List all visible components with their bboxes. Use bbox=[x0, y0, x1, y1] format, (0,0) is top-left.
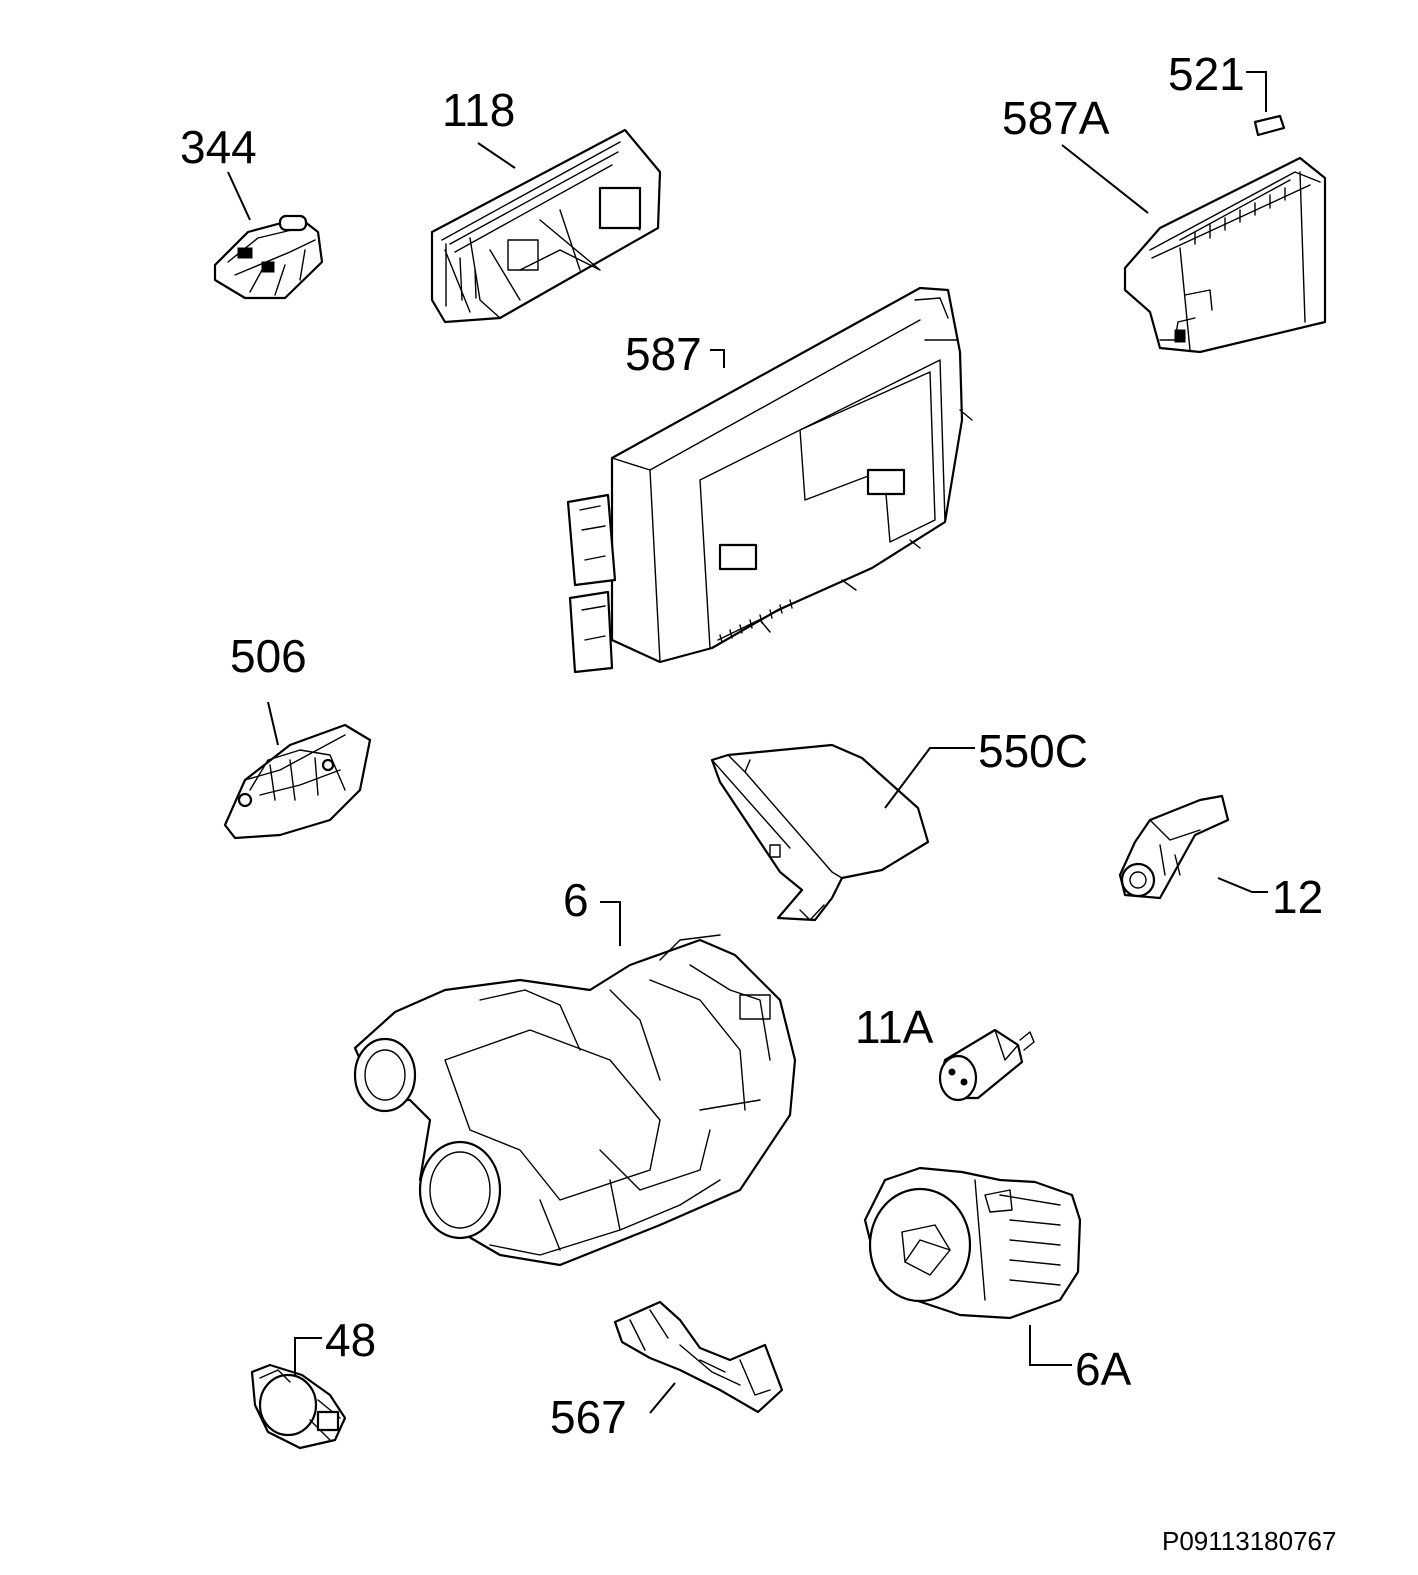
part-11A: 11A bbox=[855, 1001, 1035, 1102]
label-118: 118 bbox=[442, 84, 515, 136]
label-521: 521 bbox=[1168, 48, 1245, 100]
part-6A: 6A bbox=[863, 1166, 1132, 1395]
part-48: 48 bbox=[250, 1314, 376, 1450]
label-11A: 11A bbox=[855, 1001, 934, 1053]
part-6: 6 bbox=[353, 874, 797, 1267]
label-344: 344 bbox=[180, 121, 257, 173]
part-506: 506 bbox=[223, 630, 372, 840]
label-567: 567 bbox=[550, 1391, 627, 1443]
part-587: 587 bbox=[566, 286, 973, 674]
drawing-id: P09113180767 bbox=[1162, 1526, 1336, 1556]
label-6A: 6A bbox=[1075, 1343, 1132, 1395]
part-118: 118 bbox=[430, 84, 662, 324]
label-587A: 587A bbox=[1002, 92, 1110, 144]
part-567: 567 bbox=[550, 1300, 784, 1443]
label-12: 12 bbox=[1272, 871, 1323, 923]
part-550C: 550C bbox=[710, 725, 1088, 922]
label-587: 587 bbox=[625, 328, 702, 380]
part-12: 12 bbox=[1118, 794, 1323, 923]
label-550C: 550C bbox=[978, 725, 1088, 777]
part-344: 344 bbox=[180, 121, 324, 300]
label-506: 506 bbox=[230, 630, 307, 682]
part-521: 521 bbox=[1168, 48, 1286, 137]
part-587A: 587A bbox=[1002, 92, 1327, 354]
label-6: 6 bbox=[563, 874, 589, 926]
label-48: 48 bbox=[325, 1314, 376, 1366]
